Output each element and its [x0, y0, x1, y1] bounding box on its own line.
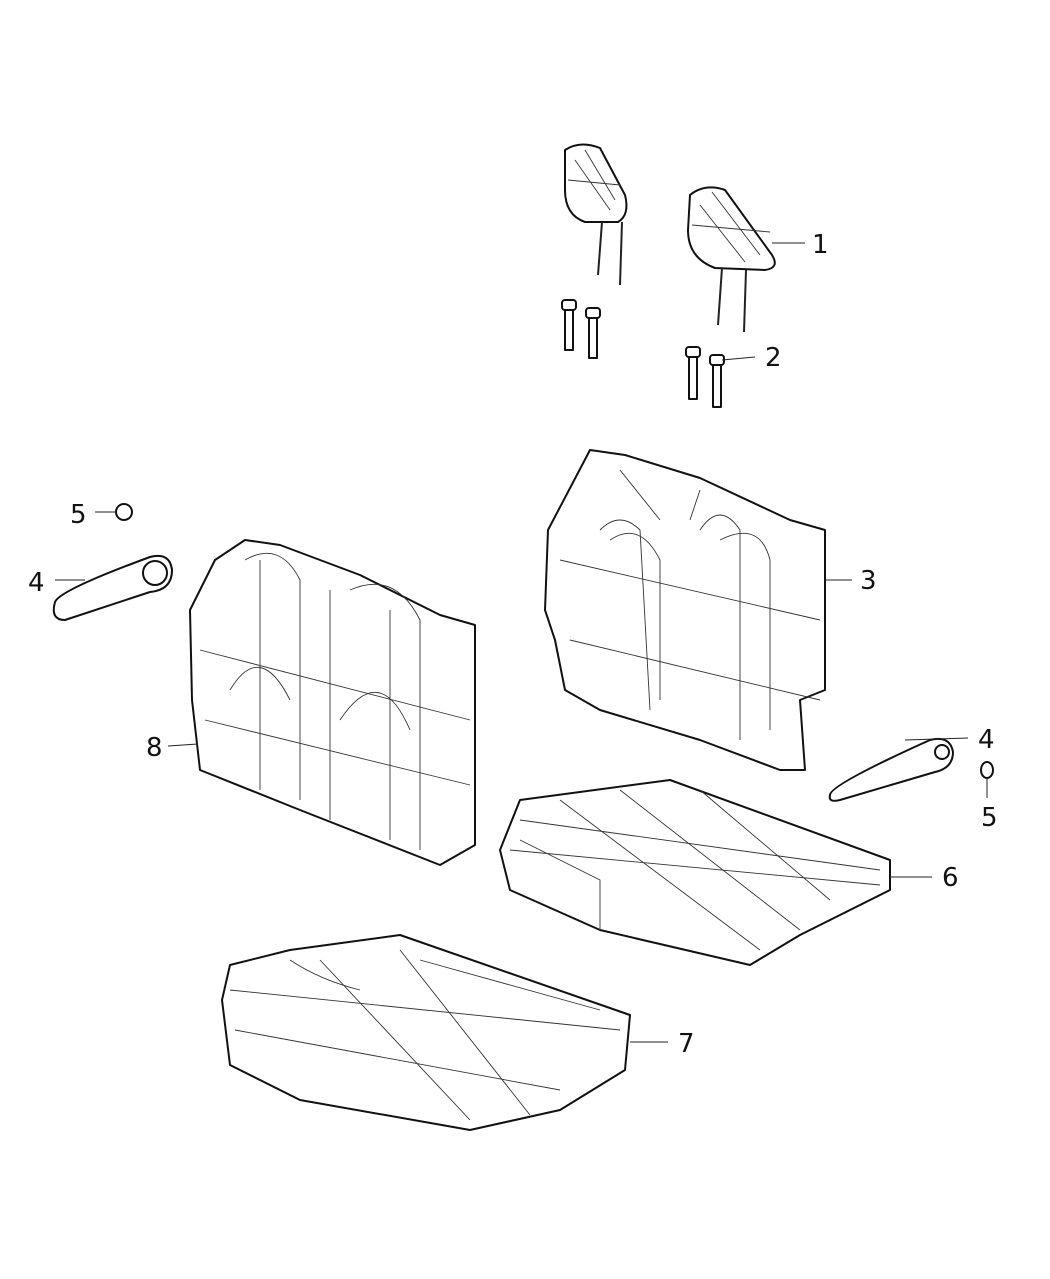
- callout-5-left: 5: [70, 500, 87, 530]
- callout-2: 2: [765, 343, 782, 373]
- callout-1: 1: [812, 230, 829, 260]
- callout-7: 7: [678, 1029, 695, 1059]
- callout-4-left: 4: [28, 568, 45, 598]
- armrest-caps: [115, 503, 994, 779]
- callout-6: 6: [942, 863, 959, 893]
- callout-5-right: 5: [981, 803, 998, 833]
- armrest-right: [828, 737, 954, 802]
- headrest-right: [687, 186, 776, 333]
- seat-cushion-frame: [499, 779, 891, 966]
- guide-sleeves: [561, 299, 725, 408]
- armrest-left: [52, 554, 173, 621]
- callout-3: 3: [860, 566, 877, 596]
- callout-8: 8: [146, 733, 163, 763]
- callout-4-right: 4: [978, 725, 995, 755]
- leader-lines: [55, 242, 988, 1043]
- headrest-left: [564, 143, 628, 286]
- seat-back-frame: [544, 449, 826, 771]
- seat-cushion-cover: [221, 934, 631, 1131]
- seat-back-cover: [189, 539, 476, 866]
